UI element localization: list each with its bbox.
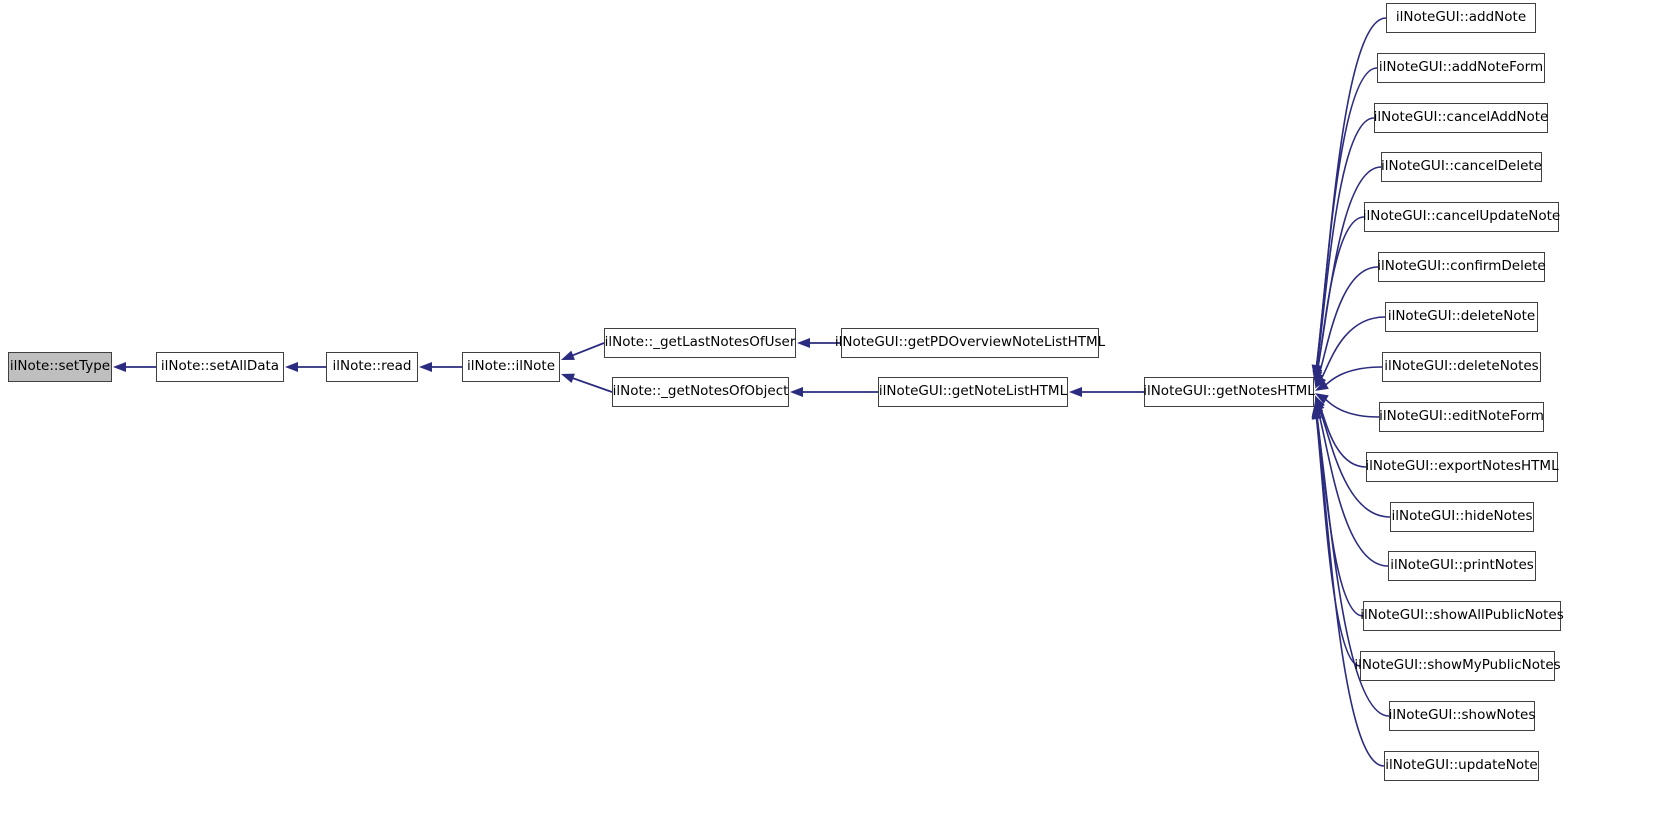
graph-node-getNotesOfObject[interactable]: ilNote::_getNotesOfObject <box>612 377 789 407</box>
graph-node-label: ilNoteGUI::showMyPublicNotes <box>1354 657 1561 674</box>
edge-curve <box>1317 411 1389 567</box>
edge-arrowhead <box>1315 397 1325 412</box>
graph-node-label: ilNoteGUI::editNoteForm <box>1379 408 1544 425</box>
graph-node-label: ilNoteGUI::getNotesHTML <box>1143 383 1315 400</box>
graph-node-label: ilNoteGUI::confirmDelete <box>1377 258 1546 275</box>
edge-curve <box>1319 405 1367 468</box>
edge-curve <box>1315 413 1364 617</box>
graph-node-deleteNotes[interactable]: ilNoteGUI::deleteNotes <box>1382 352 1541 382</box>
edge-arrowhead <box>1311 364 1322 378</box>
graph-node-setType[interactable]: ilNote::setType <box>8 352 112 382</box>
graph-node-printNotes[interactable]: ilNoteGUI::printNotes <box>1388 551 1536 581</box>
graph-node-cancelUpdateNote[interactable]: ilNoteGUI::cancelUpdateNote <box>1363 202 1560 232</box>
edge-curve <box>1315 117 1375 368</box>
graph-node-ilNote[interactable]: ilNote::ilNote <box>462 352 560 382</box>
edge-arrowhead <box>561 373 575 384</box>
graph-node-label: ilNoteGUI::cancelUpdateNote <box>1362 208 1561 225</box>
graph-node-editNoteForm[interactable]: ilNoteGUI::editNoteForm <box>1379 402 1544 432</box>
graph-node-label: ilNote::_getNotesOfObject <box>612 383 789 400</box>
edge-arrowhead <box>1311 406 1322 420</box>
graph-node-label: ilNoteGUI::updateNote <box>1385 757 1538 774</box>
graph-node-label: ilNote::setType <box>9 358 111 375</box>
graph-node-updateNote[interactable]: ilNoteGUI::updateNote <box>1384 751 1539 781</box>
edge-arrowhead <box>1311 364 1322 378</box>
graph-node-label: ilNoteGUI::addNoteForm <box>1378 59 1544 76</box>
graph-node-label: ilNote::_getLastNotesOfUser <box>604 334 796 351</box>
graph-node-label: ilNoteGUI::cancelDelete <box>1381 158 1542 175</box>
graph-node-getNotesHTML[interactable]: ilNoteGUI::getNotesHTML <box>1143 377 1315 407</box>
edge-arrowhead <box>1312 406 1322 420</box>
edge-arrowhead <box>419 362 432 372</box>
graph-node-label: ilNoteGUI::showAllPublicNotes <box>1360 607 1564 624</box>
graph-node-exportNotesHTML[interactable]: ilNoteGUI::exportNotesHTML <box>1365 452 1559 482</box>
graph-node-label: ilNote::ilNote <box>467 358 556 375</box>
edge-arrowhead <box>285 362 298 372</box>
graph-node-hideNotes[interactable]: ilNoteGUI::hideNotes <box>1390 502 1534 532</box>
graph-node-showNotes[interactable]: ilNoteGUI::showNotes <box>1389 701 1535 731</box>
graph-node-label: ilNoteGUI::hideNotes <box>1391 508 1533 525</box>
graph-node-label: ilNote::read <box>332 358 412 375</box>
graph-node-read[interactable]: ilNote::read <box>326 352 418 382</box>
graph-node-showAllPublicNotes[interactable]: ilNoteGUI::showAllPublicNotes <box>1360 601 1564 631</box>
edge-curve <box>1324 366 1383 386</box>
graph-node-addNoteForm[interactable]: ilNoteGUI::addNoteForm <box>1377 53 1545 83</box>
graph-node-label: ilNoteGUI::getPDOverviewNoteListHTML <box>834 334 1106 351</box>
graph-node-cancelAddNote[interactable]: ilNoteGUI::cancelAddNote <box>1374 103 1548 133</box>
edge-curve <box>1316 216 1365 373</box>
graph-node-label: ilNoteGUI::deleteNotes <box>1384 358 1539 375</box>
graph-node-deleteNote[interactable]: ilNoteGUI::deleteNote <box>1385 302 1538 332</box>
graph-node-label: ilNote::setAllData <box>160 358 280 375</box>
edge-curve <box>1318 266 1379 376</box>
edge-arrowhead <box>1313 399 1324 414</box>
graph-node-label: ilNoteGUI::addNote <box>1395 9 1527 26</box>
edge-curve <box>1320 316 1386 379</box>
graph-node-label: ilNoteGUI::getNoteListHTML <box>878 383 1068 400</box>
graph-node-label: ilNoteGUI::printNotes <box>1390 557 1534 574</box>
graph-node-showMyPublicNotes[interactable]: ilNoteGUI::showMyPublicNotes <box>1354 651 1561 681</box>
graph-node-label: ilNoteGUI::cancelAddNote <box>1373 109 1549 126</box>
graph-node-label: ilNoteGUI::showNotes <box>1388 707 1536 724</box>
graph-node-setAllData[interactable]: ilNote::setAllData <box>156 352 284 382</box>
graph-node-getLastNotesOfUser[interactable]: ilNote::_getLastNotesOfUser <box>604 328 796 358</box>
graph-node-label: ilNoteGUI::deleteNote <box>1387 308 1536 325</box>
graph-node-cancelDelete[interactable]: ilNoteGUI::cancelDelete <box>1381 152 1542 182</box>
edge-curve <box>1324 398 1380 418</box>
edge-arrowhead <box>1312 368 1323 382</box>
edge-curve <box>1315 416 1361 667</box>
graph-node-getPDOverviewNoteListHTML[interactable]: ilNoteGUI::getPDOverviewNoteListHTML <box>835 328 1105 358</box>
graph-node-confirmDelete[interactable]: ilNoteGUI::confirmDelete <box>1377 252 1546 282</box>
edge-arrowhead <box>561 350 575 360</box>
graph-node-addNote[interactable]: ilNoteGUI::addNote <box>1386 3 1536 33</box>
graph-node-label: ilNoteGUI::exportNotesHTML <box>1365 458 1559 475</box>
graph-node-getNoteListHTML[interactable]: ilNoteGUI::getNoteListHTML <box>878 377 1068 407</box>
